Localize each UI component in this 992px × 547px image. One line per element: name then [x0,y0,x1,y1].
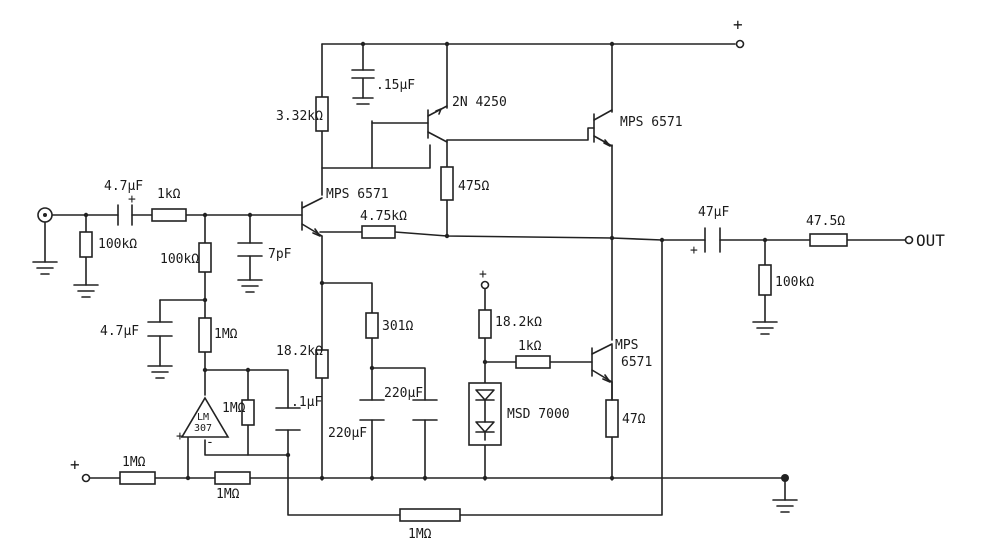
opamp-lm307-icon [180,396,230,438]
c-4-7-left-label: 4.7µF [100,324,139,339]
bias-plus-label: + [479,267,487,282]
r-100k-mid-label: 100kΩ [160,252,199,267]
transistor-mps6571-low-icon [591,343,613,401]
c-1u-label: .1µF [291,395,322,410]
r-1m-b-label: 1MΩ [222,401,246,416]
transistor-mps6571-top-icon [593,109,613,147]
q-mps6571-top-label: MPS 6571 [620,115,683,130]
left-plus-terminal [81,473,91,483]
transistor-2n4250-icon [427,105,448,143]
supply-cap-label: .15µF [376,78,415,93]
input-connector [37,207,53,263]
c-220a-label: 220µF [328,426,367,441]
r-301-label: 301Ω [382,319,413,334]
out-label: OUT [916,231,945,250]
r-1m-bottom-label: 1MΩ [408,527,432,542]
r-1m-left-label: 1MΩ [122,455,146,470]
junction-dots [83,41,768,481]
opamp-label-b: 307 [194,423,212,434]
opamp-label-a: LM [197,412,209,423]
in-cap-label: 4.7µF [104,179,143,194]
left-plus-label: + [70,455,80,474]
msd-label: MSD 7000 [507,407,570,422]
r-47-label: 47Ω [622,412,646,427]
q-2n4250-label: 2N 4250 [452,95,507,110]
q-mps6571-low-label-a: MPS [615,338,638,353]
r-1m-a-label: 1MΩ [214,327,238,342]
bias-plus-terminal [480,280,490,290]
q-mps6571-mid-label: MPS 6571 [326,187,389,202]
r-475-out-label: 47.5Ω [806,214,845,229]
output-terminal [904,235,914,245]
resistors [79,96,848,522]
c-220b-label: 220µF [384,386,423,401]
ground-icon [32,97,798,513]
r-100k-in-label: 100kΩ [98,237,137,252]
r-182k-bias-label: 18.2kΩ [495,315,542,330]
r-1k-in-label: 1kΩ [157,187,181,202]
r-475-label: 475Ω [458,179,489,194]
msd7000-diode-icon [468,382,502,446]
r-332k-label: 3.32kΩ [276,109,323,124]
capacitors [117,69,721,431]
r-100k-out-label: 100kΩ [775,275,814,290]
supply-plus-label: + [733,15,743,34]
q-mps6571-low-label-b: 6571 [621,355,652,370]
opamp-minus-label: - [206,435,214,450]
labels: + .15µF 3.32kΩ 2N 4250 MPS 6571 475Ω 4.7… [70,15,945,542]
r-1m-mid-label: 1MΩ [216,487,240,502]
out-cap-plus-label: + [690,243,698,258]
transistor-mps6571-mid-icon [301,197,323,237]
ground-terminal [781,474,789,482]
r-182k-low-label: 18.2kΩ [276,344,323,359]
r-1k-bias-label: 1kΩ [518,339,542,354]
opamp-plus-label: + [176,429,184,444]
in-cap-plus-label: + [128,192,136,207]
out-cap-label: 47µF [698,205,729,220]
r-475k-label: 4.75kΩ [360,209,407,224]
c-7p-label: 7pF [268,247,292,262]
supply-terminal-top [735,39,745,49]
